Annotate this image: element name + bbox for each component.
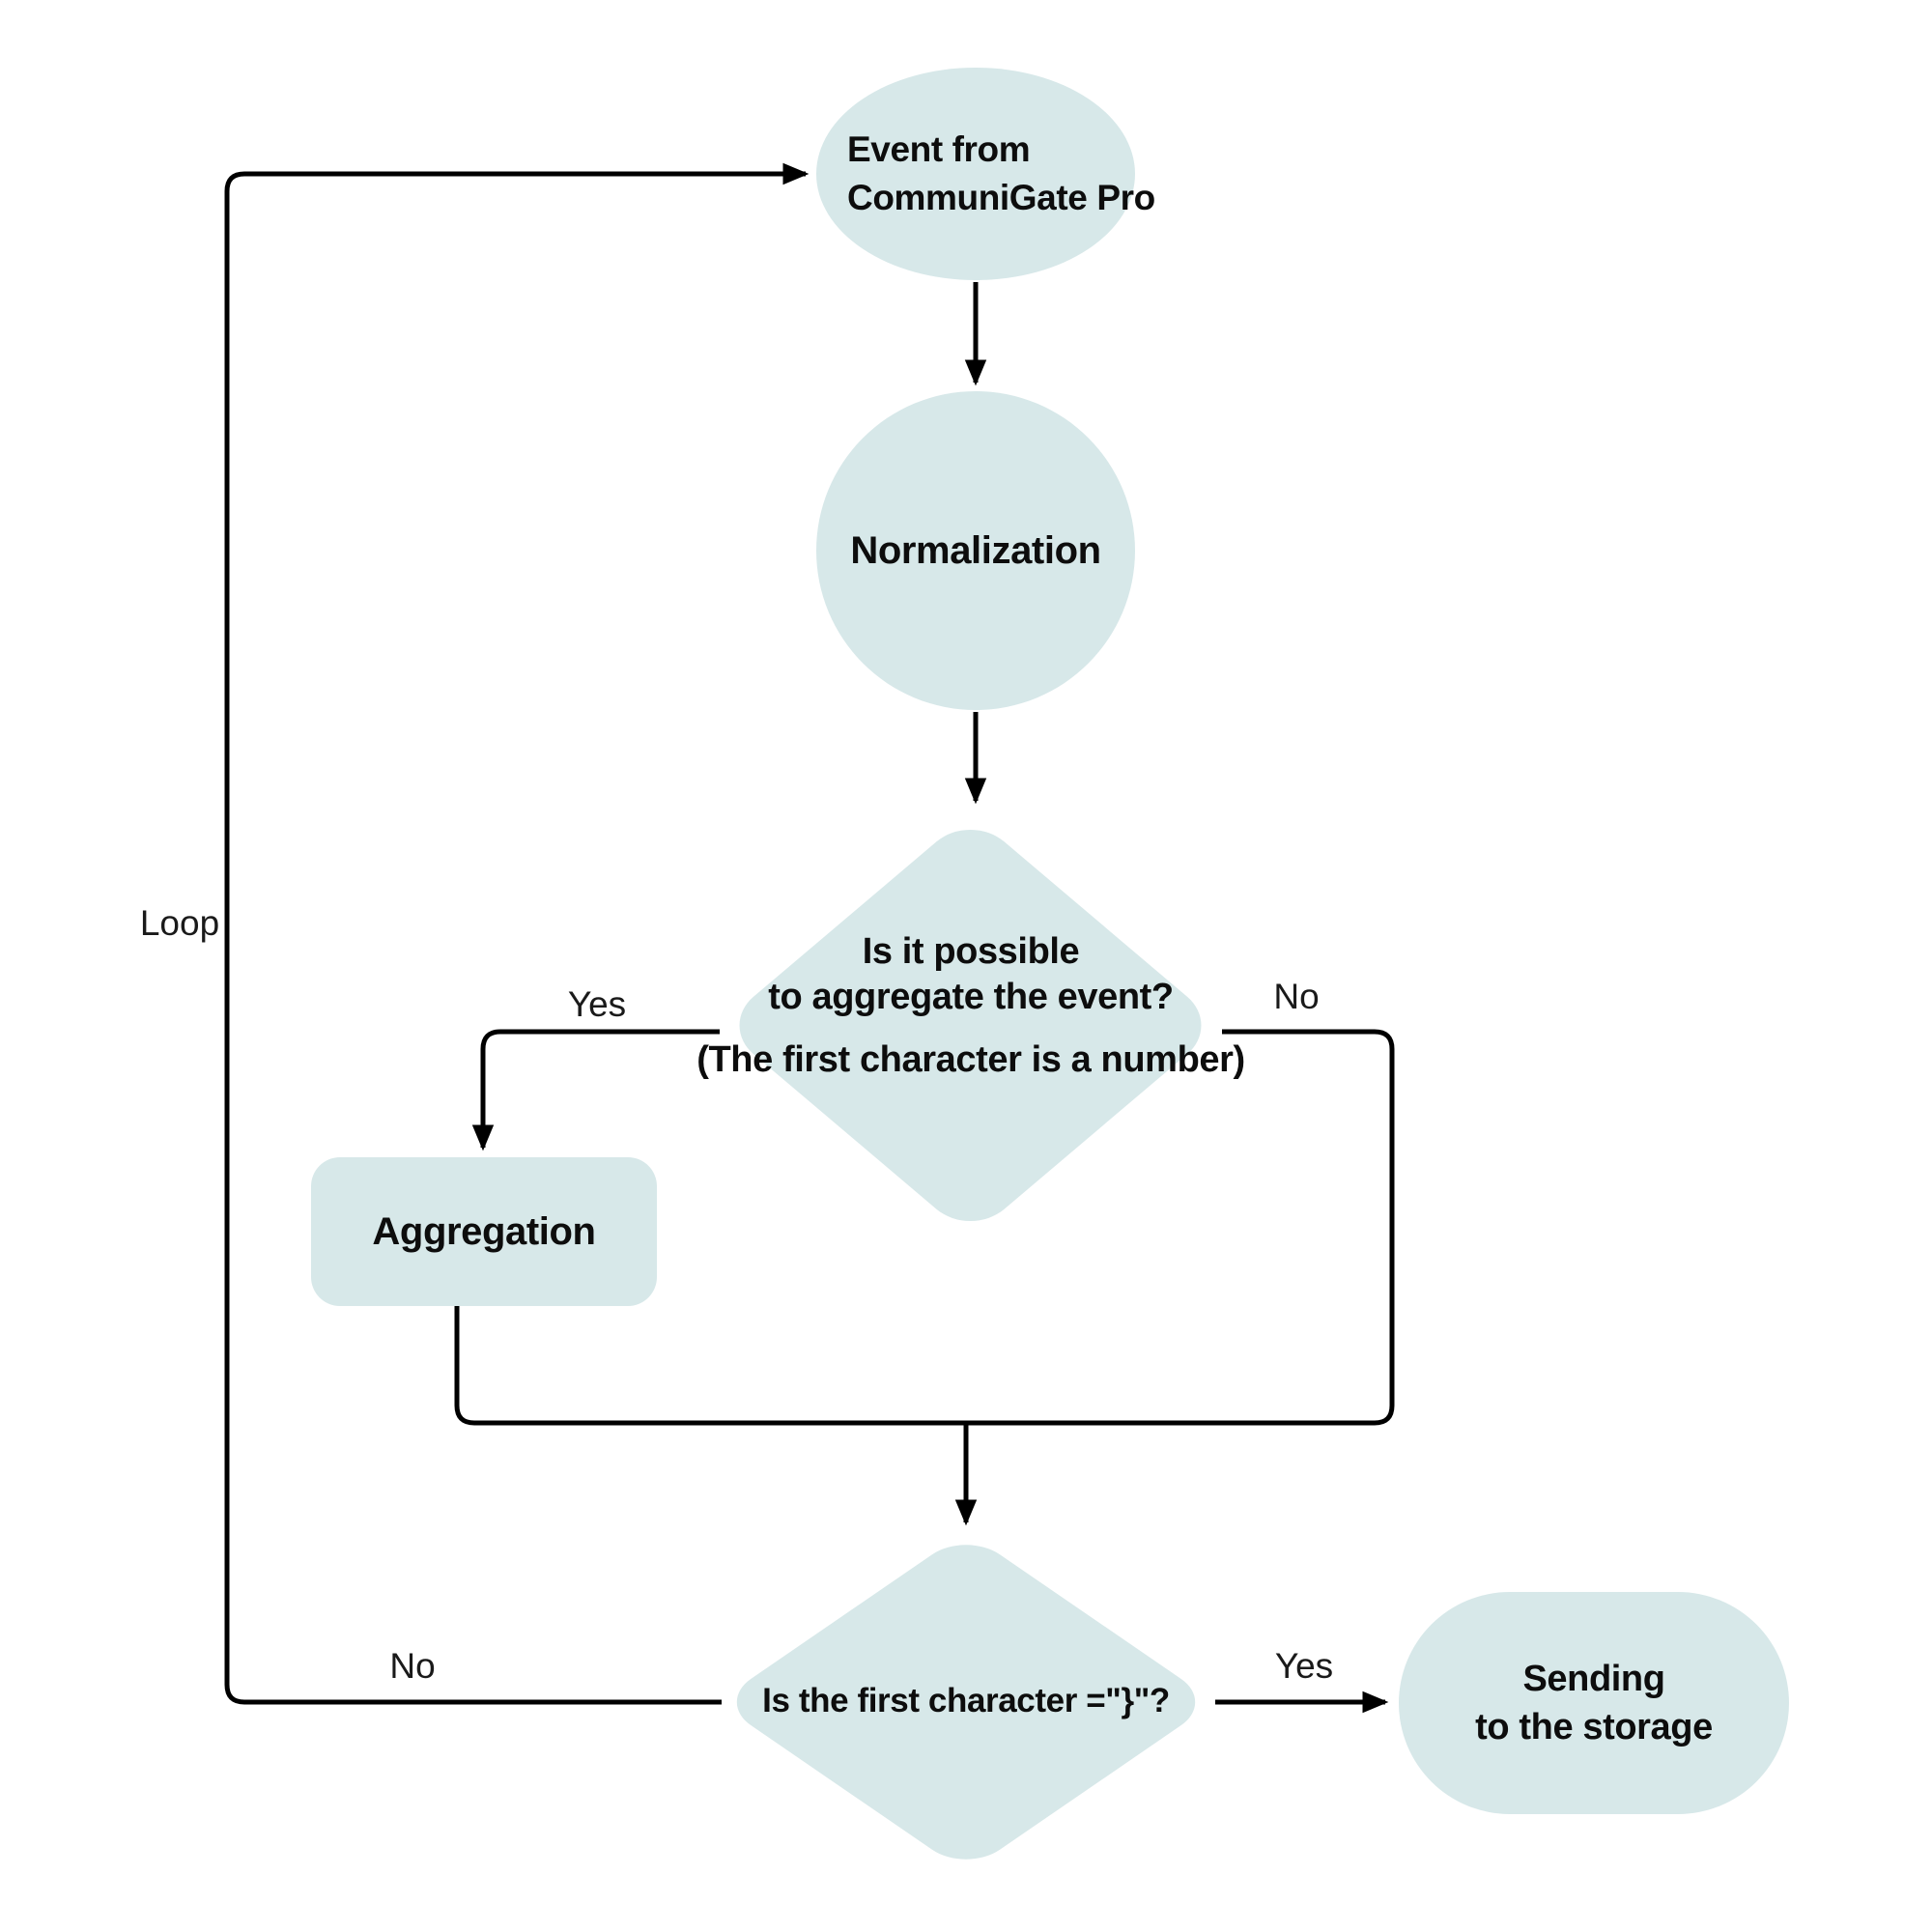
first-char-decision-text: Is the first character ="}"? xyxy=(676,1679,1256,1723)
normalization-node: Normalization xyxy=(816,391,1135,710)
first-char-decision-question: Is the first character ="}"? xyxy=(762,1682,1170,1719)
start-node: Event from CommuniGate Pro xyxy=(816,68,1155,280)
storage-node-label-line2: to the storage xyxy=(1475,1707,1713,1747)
edge-label-first-char-yes: Yes xyxy=(1274,1646,1334,1686)
edge-label-aggregate-yes: Yes xyxy=(567,984,627,1024)
aggregate-decision-text: Is it possible to aggregate the event? (… xyxy=(681,929,1261,1083)
start-node-label-line1: Event from xyxy=(847,129,1031,169)
aggregation-node: Aggregation xyxy=(311,1157,657,1306)
start-node-label-line2: CommuniGate Pro xyxy=(847,178,1155,217)
aggregate-decision-question-line1: Is it possible xyxy=(862,931,1080,972)
storage-node-label-line1: Sending xyxy=(1522,1659,1665,1699)
aggregate-decision-note: (The first character is a number) xyxy=(696,1039,1245,1080)
edge-label-aggregate-no: No xyxy=(1273,977,1320,1016)
edge-label-loop: Loop xyxy=(139,903,220,943)
aggregate-decision-question-line2: to aggregate the event? xyxy=(768,977,1174,1017)
edge-label-first-char-no: No xyxy=(389,1646,436,1686)
aggregation-node-label: Aggregation xyxy=(372,1209,596,1253)
normalization-node-label: Normalization xyxy=(850,528,1101,572)
storage-node: Sending to the storage xyxy=(1399,1592,1789,1814)
